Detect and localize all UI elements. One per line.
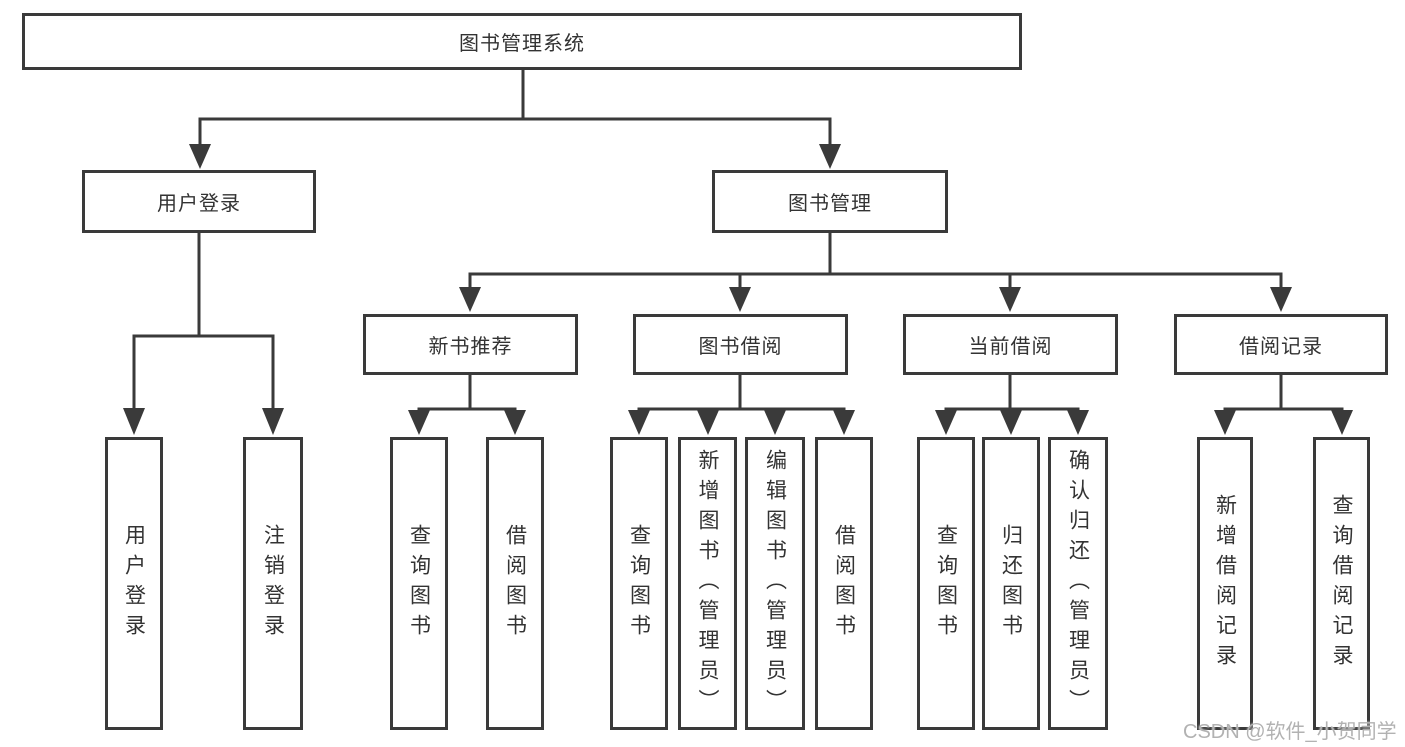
leaf-query-borrow-record: 查询借阅记录 xyxy=(1313,437,1370,730)
leaf-edit-book-admin: 编辑图书（管理员） xyxy=(745,437,805,730)
node-borrow-records: 借阅记录 xyxy=(1174,314,1388,375)
connector-new-book-recommend-split xyxy=(408,373,526,435)
connector-current-borrow-split xyxy=(935,373,1089,435)
connector-borrow-records-split xyxy=(1214,373,1353,435)
watermark: CSDN @软件_小贺同学 xyxy=(1183,721,1397,743)
connector-user-login-split xyxy=(123,231,284,435)
leaf-query-books-current: 查询图书 xyxy=(917,437,975,730)
node-book-borrow: 图书借阅 xyxy=(633,314,848,375)
leaf-logout: 注销登录 xyxy=(243,437,303,730)
leaf-borrow-books: 借阅图书 xyxy=(815,437,873,730)
leaf-query-books-borrow: 查询图书 xyxy=(610,437,668,730)
leaf-return-book: 归还图书 xyxy=(982,437,1040,730)
node-new-book-recommend: 新书推荐 xyxy=(363,314,578,375)
node-current-borrow: 当前借阅 xyxy=(903,314,1118,375)
leaf-confirm-return-admin: 确认归还（管理员） xyxy=(1048,437,1108,730)
connector-root-split xyxy=(189,68,841,169)
connector-book-borrow-split xyxy=(628,373,855,435)
node-root: 图书管理系统 xyxy=(22,13,1022,70)
leaf-borrow-books-recommend: 借阅图书 xyxy=(486,437,544,730)
leaf-add-book-admin: 新增图书（管理员） xyxy=(678,437,737,730)
node-book-management-branch: 图书管理 xyxy=(712,170,948,233)
leaf-user-login: 用户登录 xyxy=(105,437,163,730)
leaf-query-books-recommend: 查询图书 xyxy=(390,437,448,730)
node-user-login-branch: 用户登录 xyxy=(82,170,316,233)
connector-book-management-split xyxy=(459,231,1292,312)
leaf-add-borrow-record: 新增借阅记录 xyxy=(1197,437,1253,730)
